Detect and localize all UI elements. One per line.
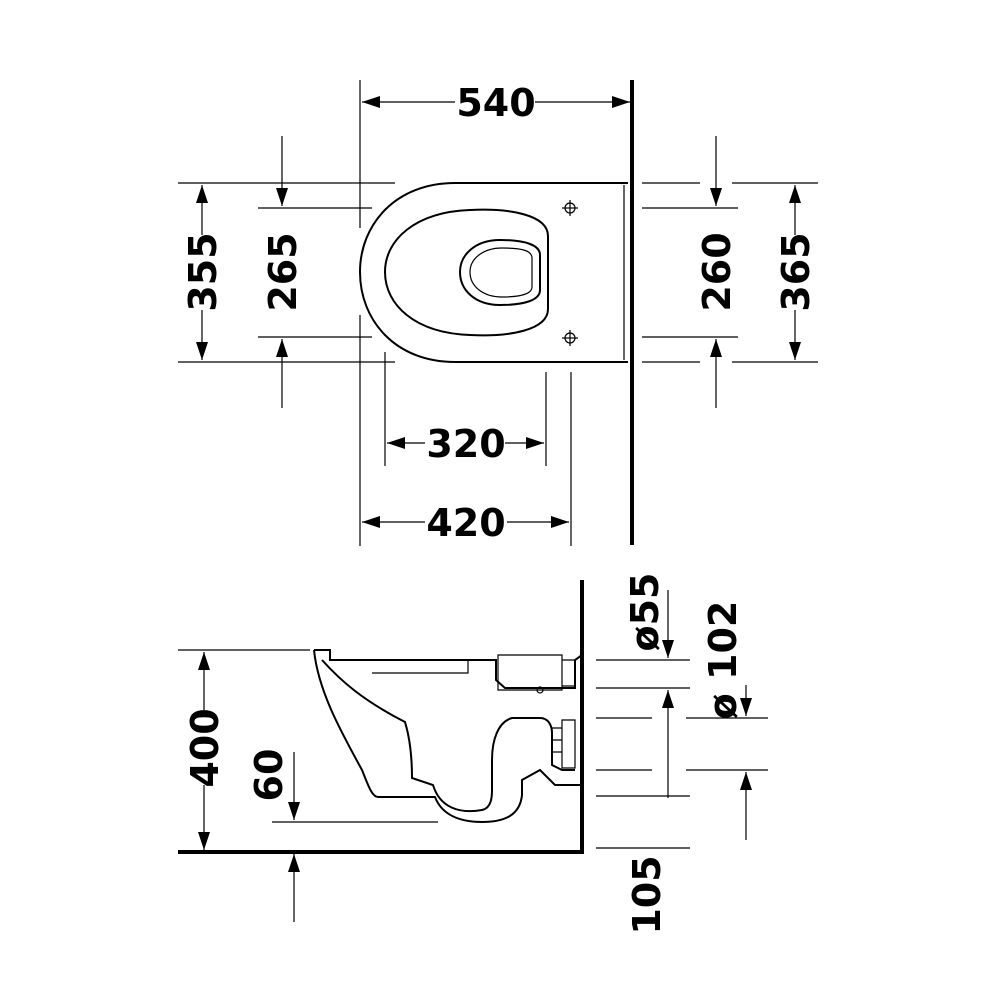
dim-diameter-55: ø55 — [596, 573, 690, 796]
dim-105: 105 — [596, 795, 690, 935]
inlet-pipe — [552, 719, 576, 769]
dim-320: 320 — [384, 352, 547, 466]
mounting-hole-bottom — [562, 330, 578, 346]
dim-260: 260 — [642, 136, 739, 408]
drain-hole — [458, 238, 541, 307]
dim-265: 265 — [258, 136, 372, 408]
dim-400: 400 — [178, 649, 310, 850]
dim-355-label: 355 — [181, 232, 225, 311]
dim-365: 365 — [642, 182, 818, 363]
dim-540-label: 540 — [456, 81, 535, 125]
toilet-profile-inner — [321, 659, 575, 813]
dim-365-label: 365 — [774, 232, 818, 311]
dim-320-label: 320 — [426, 422, 505, 466]
seat-opening — [383, 208, 549, 337]
dim-540: 540 — [359, 80, 630, 228]
dim-60-label: 60 — [247, 749, 291, 802]
side-view: 400 60 ø55 — [178, 573, 768, 935]
top-view: 540 355 265 — [178, 80, 818, 546]
mounting-hole-top — [562, 200, 578, 216]
toilet-profile-outer — [313, 649, 583, 824]
dim-diameter-102-label: ø 102 — [701, 601, 745, 720]
dim-260-label: 260 — [695, 232, 739, 311]
bowl-outline — [358, 182, 628, 363]
inlet-marker — [536, 686, 544, 694]
dim-265-label: 265 — [261, 232, 305, 311]
outlet-pipe — [497, 654, 576, 691]
rim-line — [372, 659, 469, 674]
dim-diameter-102: ø 102 — [596, 601, 768, 840]
drain-hole-inner — [469, 247, 533, 298]
dim-60: 60 — [247, 749, 438, 922]
dim-105-label: 105 — [625, 855, 669, 934]
dim-400-label: 400 — [183, 708, 227, 787]
dim-420-label: 420 — [426, 501, 505, 545]
dim-355: 355 — [178, 182, 395, 363]
dim-diameter-55-label: ø55 — [623, 573, 667, 652]
dim-420: 420 — [359, 315, 572, 546]
